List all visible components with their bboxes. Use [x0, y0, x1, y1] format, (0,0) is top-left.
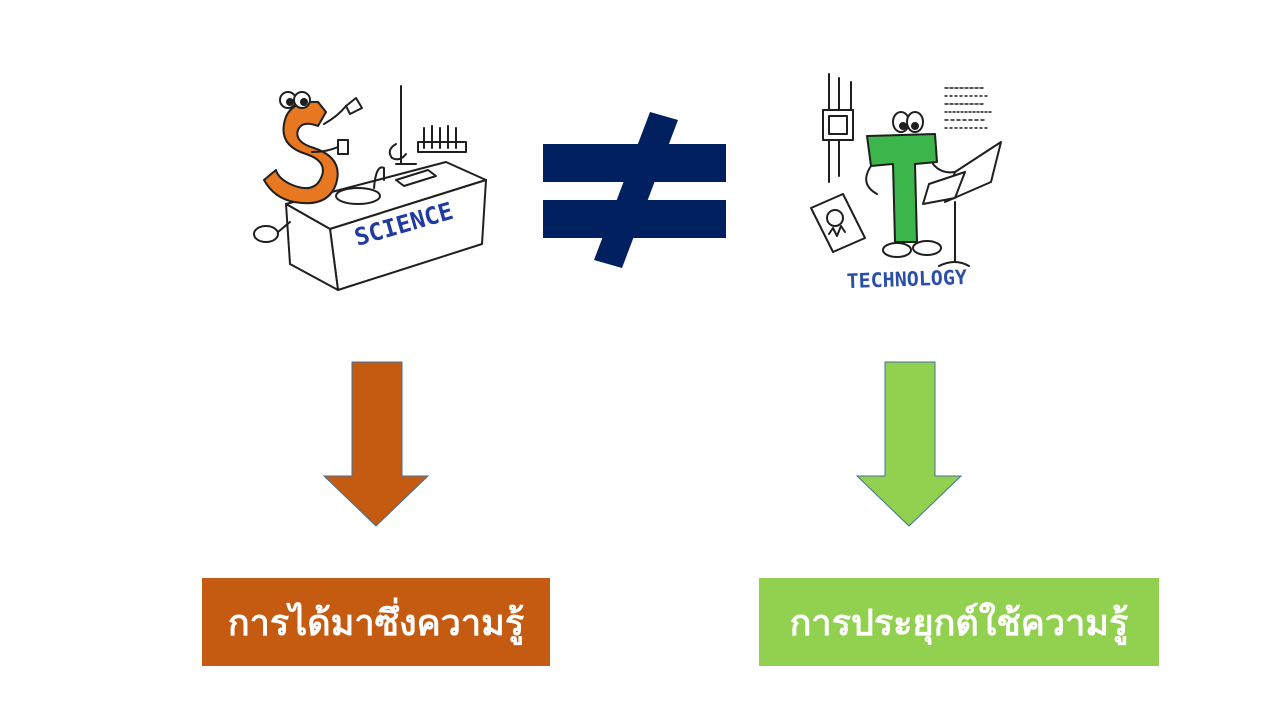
technology-illustration: TECHNOLOGY: [810, 73, 1002, 293]
technology-caption: TECHNOLOGY: [846, 265, 967, 293]
science-down-arrow: [322, 361, 430, 527]
not-equal-icon: [543, 112, 726, 268]
knowledge-acquisition-label: การได้มาซึ่งความรู้: [202, 578, 550, 666]
knowledge-application-text: การประยุกต์ใช้ความรู้: [789, 602, 1129, 644]
technology-down-arrow: [855, 361, 963, 527]
knowledge-acquisition-text: การได้มาซึ่งความรู้: [227, 602, 525, 644]
science-illustration: SCIENCE: [253, 85, 487, 291]
knowledge-application-label: การประยุกต์ใช้ความรู้: [759, 578, 1159, 666]
